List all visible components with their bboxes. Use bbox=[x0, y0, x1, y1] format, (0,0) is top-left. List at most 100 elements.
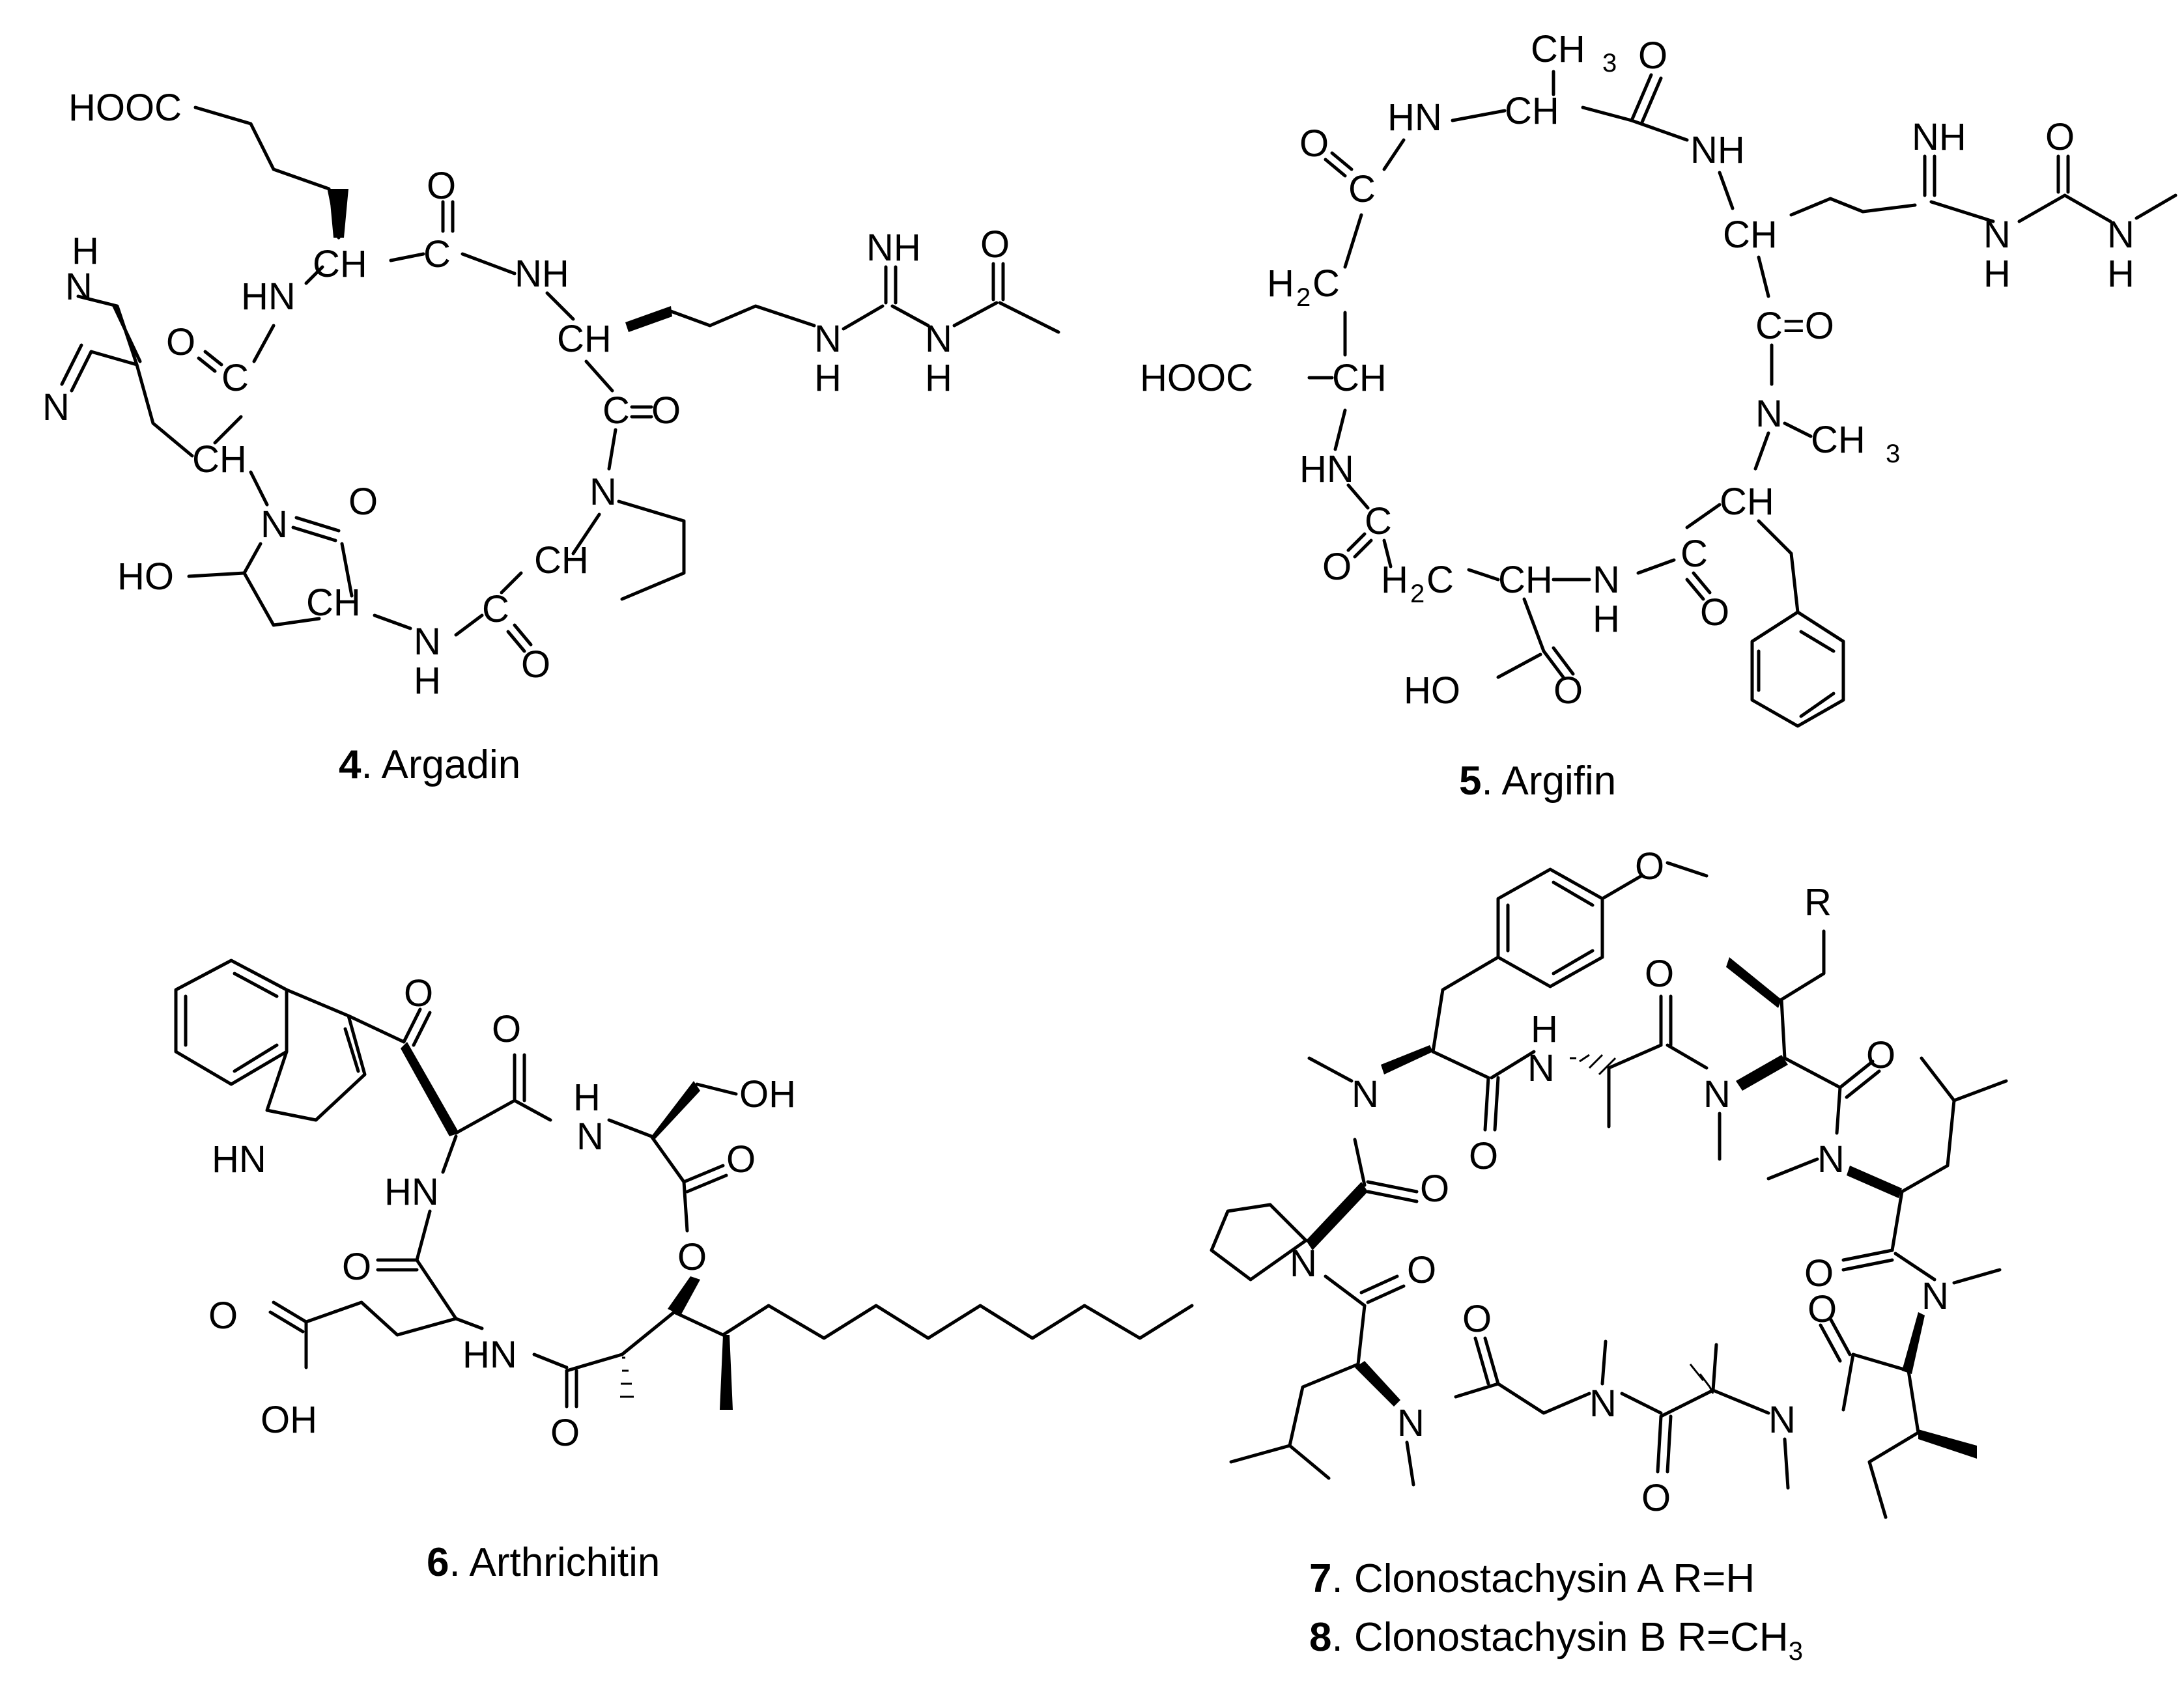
atom-c: C bbox=[1681, 533, 1708, 575]
structure-clonostachysin: O N O H N O N R O bbox=[1210, 845, 2008, 1666]
atom-hn: HN bbox=[241, 275, 296, 318]
atom-n: N bbox=[1593, 559, 1620, 601]
atom-h: H bbox=[573, 1076, 601, 1119]
atom-ch: CH bbox=[1720, 481, 1774, 523]
atom-h: H bbox=[1531, 1008, 1558, 1050]
atom-o: O bbox=[2045, 116, 2075, 158]
atom-n: N bbox=[1703, 1073, 1731, 1115]
atom-nh: NH bbox=[866, 227, 921, 269]
subscript-3: 3 bbox=[1886, 440, 1900, 468]
atom-hn: HN bbox=[462, 1334, 517, 1376]
atom-nh: NH bbox=[1912, 116, 1966, 158]
caption-6: 6. Arthrichitin bbox=[427, 1540, 660, 1585]
atom-nh: NH bbox=[515, 253, 569, 295]
atom-ch: CH bbox=[534, 539, 589, 582]
atom-o: O bbox=[166, 321, 195, 363]
atom-o: O bbox=[1700, 591, 1729, 634]
atom-o: O bbox=[726, 1138, 756, 1181]
atom-c: C bbox=[423, 233, 451, 275]
atom-ch3: CH bbox=[1811, 419, 1865, 461]
atom-o: O bbox=[1638, 35, 1667, 77]
atom-o: O bbox=[1462, 1298, 1492, 1340]
atom-o: O bbox=[1645, 953, 1674, 995]
atom-o: O bbox=[1407, 1249, 1436, 1291]
atom-o: O bbox=[348, 481, 378, 523]
atom-o: O bbox=[521, 643, 550, 686]
atom-ch: CH bbox=[1498, 559, 1553, 601]
atom-o: O bbox=[980, 223, 1010, 266]
atom-c: C bbox=[1348, 168, 1376, 210]
atom-oh: OH bbox=[739, 1073, 796, 1115]
atom-h: H bbox=[1983, 253, 2011, 295]
atom-h: H bbox=[1593, 598, 1620, 640]
atom-n: N bbox=[925, 318, 952, 360]
atom-ch: CH bbox=[1505, 90, 1559, 132]
atom-o: O bbox=[492, 1008, 521, 1050]
atom-c: C bbox=[1312, 262, 1340, 305]
atom-o: O bbox=[1866, 1034, 1895, 1076]
atom-o: O bbox=[1553, 669, 1583, 712]
atom-ch: CH bbox=[306, 582, 361, 624]
atom-h: H bbox=[2107, 253, 2134, 295]
atom-n: N bbox=[42, 386, 70, 428]
atom-o: O bbox=[342, 1246, 371, 1288]
atom-hn: HN bbox=[212, 1138, 266, 1181]
atom-o: O bbox=[1808, 1288, 1837, 1330]
atom-h2c: H bbox=[1267, 262, 1294, 305]
atom-hn: HN bbox=[384, 1171, 439, 1213]
atom-o: O bbox=[550, 1412, 580, 1454]
hashed-bond bbox=[1570, 1054, 1617, 1076]
hashed-bond bbox=[1689, 1364, 1714, 1394]
structure-argifin: CH 3 CH HN O NH CH NH N H O N H C=O N CH bbox=[1140, 28, 2177, 804]
atom-hn: HN bbox=[1387, 96, 1442, 139]
atom-r: R bbox=[1804, 881, 1832, 923]
atom-hn: HN bbox=[1299, 448, 1354, 490]
atom-n: N bbox=[589, 471, 617, 513]
atom-ch: CH bbox=[1332, 357, 1387, 399]
atom-n: N bbox=[1755, 393, 1783, 435]
atom-o: O bbox=[1641, 1477, 1671, 1519]
atom-o: O bbox=[1322, 546, 1352, 588]
atom-hooc: HOOC bbox=[1140, 357, 1253, 399]
atom-n: N bbox=[814, 318, 842, 360]
atom-n: N bbox=[576, 1115, 604, 1158]
atom-c-eq-o: C=O bbox=[1755, 305, 1834, 347]
atom-nh: NH bbox=[1690, 129, 1745, 171]
caption-8: 8. Clonostachysin B R=CH3 bbox=[1309, 1615, 1803, 1666]
atom-o: O bbox=[1804, 1252, 1834, 1295]
atom-o: O bbox=[651, 389, 681, 432]
caption-4: 4. Argadin bbox=[339, 742, 520, 787]
structure-arthrichitin: HN O O H N OH O O O bbox=[174, 959, 1194, 1585]
atom-ch: CH bbox=[313, 243, 367, 285]
atom-oh: OH bbox=[261, 1399, 317, 1441]
atom-h: H bbox=[414, 660, 441, 702]
subscript-2: 2 bbox=[1410, 580, 1425, 608]
atom-n: N bbox=[65, 266, 92, 308]
atom-n: N bbox=[1922, 1275, 1949, 1317]
structure-argadin: HOOC CH C O NH CH N H NH N H O C O bbox=[42, 87, 1060, 787]
atom-n: N bbox=[2107, 214, 2134, 256]
caption-5: 5. Argifin bbox=[1459, 759, 1616, 804]
atom-n: N bbox=[261, 503, 288, 546]
atom-n: N bbox=[1817, 1138, 1845, 1181]
atom-c: C bbox=[482, 588, 509, 630]
atom-o: O bbox=[1469, 1135, 1498, 1177]
atom-n: N bbox=[1589, 1382, 1617, 1425]
atom-h: H bbox=[72, 230, 99, 272]
atom-ho: HO bbox=[1404, 669, 1460, 712]
atom-n: N bbox=[1352, 1073, 1379, 1115]
atom-h2c: H bbox=[1381, 559, 1408, 601]
atom-o: O bbox=[404, 972, 433, 1015]
subscript-3: 3 bbox=[1602, 49, 1617, 77]
atom-c: C bbox=[221, 357, 249, 399]
atom-ch: CH bbox=[1723, 214, 1778, 256]
atom-ho: HO bbox=[117, 555, 174, 598]
subscript-2: 2 bbox=[1296, 283, 1311, 312]
atom-h: H bbox=[925, 357, 952, 399]
atom-c: C bbox=[1426, 559, 1454, 601]
atom-ch: CH bbox=[557, 318, 612, 360]
atom-n: N bbox=[414, 621, 441, 663]
atom-o: O bbox=[1420, 1168, 1449, 1210]
atom-n: N bbox=[1983, 214, 2011, 256]
